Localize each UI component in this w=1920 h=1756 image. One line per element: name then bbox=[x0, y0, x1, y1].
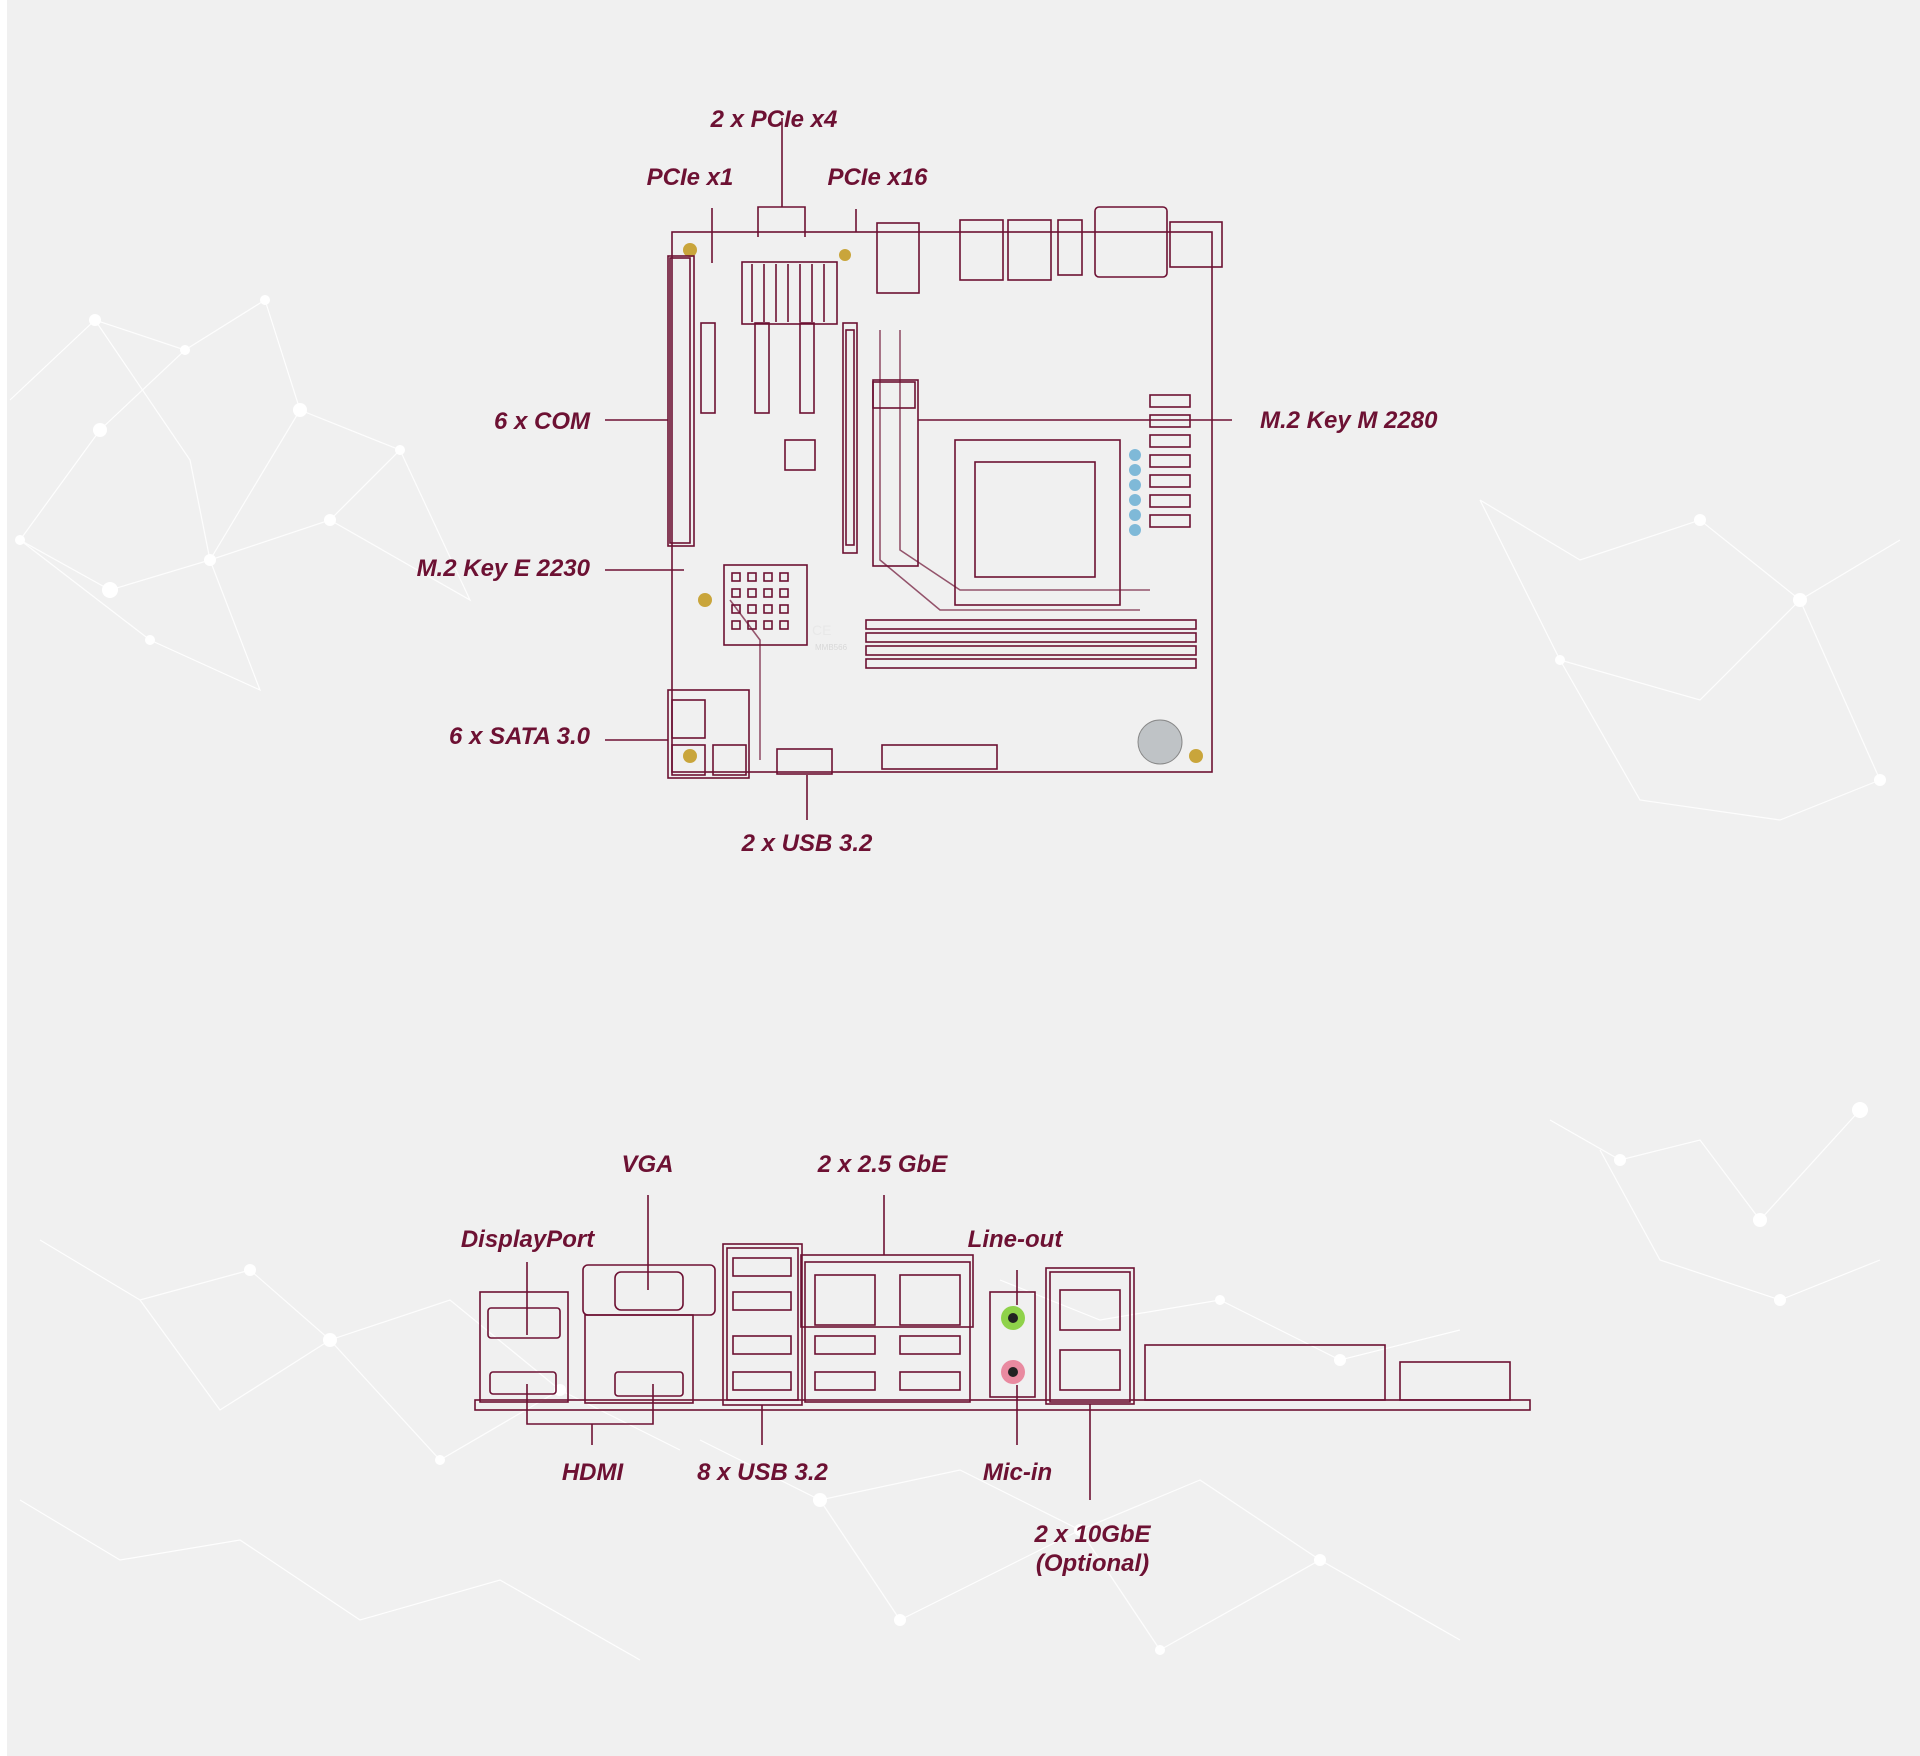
label-pcie-x4: 2 x PCIe x4 bbox=[710, 106, 838, 133]
left-edge-strip bbox=[0, 0, 7, 1756]
label-pcie-x1: PCIe x1 bbox=[646, 164, 734, 191]
label-pcie-x16: PCIe x16 bbox=[827, 164, 928, 191]
label-hdmi: HDMI bbox=[561, 1459, 624, 1486]
label-displayport: DisplayPort bbox=[460, 1226, 595, 1253]
label-mic-in: Mic-in bbox=[982, 1459, 1053, 1486]
label-usb-front: 2 x USB 3.2 bbox=[741, 830, 873, 857]
label-sata: 6 x SATA 3.0 bbox=[449, 723, 590, 750]
board-model-mark: MMB566 bbox=[815, 643, 848, 652]
label-line-out: Line-out bbox=[967, 1226, 1063, 1253]
board-ce-mark: CE bbox=[812, 622, 832, 638]
label-vga: VGA bbox=[621, 1151, 674, 1178]
label-usb-rear: 8 x USB 3.2 bbox=[697, 1459, 828, 1486]
label-m2-key-e: M.2 Key E 2230 bbox=[416, 555, 590, 582]
label-10gbe: 2 x 10GbE bbox=[1034, 1521, 1151, 1548]
label-com: 6 x COM bbox=[493, 408, 590, 435]
label-10gbe-optional: (Optional) bbox=[1035, 1550, 1150, 1577]
label-gbe: 2 x 2.5 GbE bbox=[817, 1151, 948, 1178]
label-m2-key-m: M.2 Key M 2280 bbox=[1260, 407, 1438, 434]
